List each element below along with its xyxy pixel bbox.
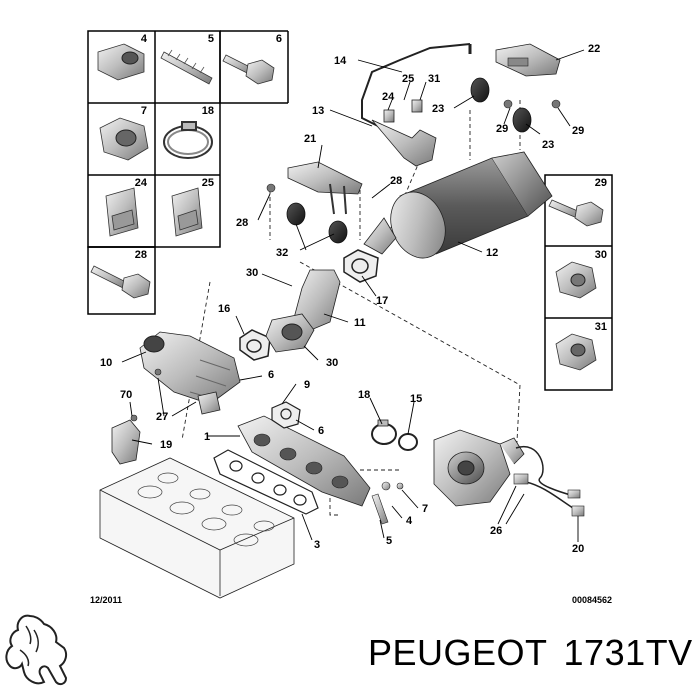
clamp-part-18 (163, 121, 213, 159)
part-number: 1731TV (563, 632, 693, 673)
bracket-19 (111, 414, 141, 465)
callout-17: 17 (376, 295, 388, 307)
callout-31: 31 (428, 73, 440, 85)
stud-part-5 (160, 49, 213, 85)
callout-29b: 29 (572, 125, 584, 137)
pipe-clips (383, 99, 423, 123)
callout-11: 11 (354, 317, 366, 329)
bolt-part-28 (90, 265, 151, 299)
callout-3: 3 (314, 539, 320, 551)
studs-4-5-7 (371, 481, 404, 525)
rubber-mounts-32 (286, 202, 348, 244)
callout-25: 25 (402, 73, 414, 85)
callout-27: 27 (156, 411, 168, 423)
leader-lines (121, 49, 585, 542)
cell-label-18: 18 (202, 105, 214, 117)
callout-24: 24 (382, 91, 395, 103)
left-parts-panel (87, 30, 289, 315)
nut-part-31 (555, 333, 597, 371)
mount-bracket-22 (495, 43, 561, 77)
callout-10: 10 (100, 357, 112, 369)
callout-1: 1 (204, 431, 210, 443)
cell-label-4: 4 (141, 33, 148, 45)
callout-4: 4 (406, 515, 413, 527)
small-bolt-28 (266, 183, 276, 193)
cell-label-31: 31 (595, 321, 607, 333)
callout-5: 5 (386, 535, 392, 547)
bracket-21 (287, 161, 363, 215)
cell-label-25: 25 (202, 177, 214, 189)
callout-15: 15 (410, 393, 422, 405)
gasket-9 (271, 401, 301, 429)
callout-32: 32 (276, 247, 288, 259)
exhaust-manifold-1 (237, 415, 371, 507)
particulate-filter-12 (363, 151, 553, 259)
callout-12: 12 (486, 247, 498, 259)
manifold-converter-10 (139, 331, 241, 405)
rubber-mounts-23 (470, 77, 532, 133)
sensor-20 (571, 505, 585, 517)
manifold-gasket-3 (213, 449, 319, 515)
spacer-part-4 (97, 43, 145, 81)
gasket-16 (239, 329, 271, 361)
seal-ring-15 (398, 433, 418, 451)
callout-23b: 23 (542, 139, 554, 151)
bolt-part-6 (222, 54, 275, 85)
brand-title: PEUGEOT 1731TV (368, 632, 700, 674)
sensor-26 (513, 473, 581, 499)
cell-label-6: 6 (276, 33, 282, 45)
callout-20: 20 (572, 543, 584, 555)
peugeot-lion-icon (5, 614, 68, 686)
callout-9: 9 (304, 379, 310, 391)
cylinder-head (99, 457, 295, 599)
callout-19: 19 (160, 439, 172, 451)
right-parts-panel (544, 174, 613, 391)
date-code: 12/2011 (90, 595, 122, 605)
cell-label-5: 5 (208, 33, 214, 45)
callout-21: 21 (304, 133, 316, 145)
callout-6b: 6 (318, 425, 324, 437)
cell-label-24: 24 (135, 177, 148, 189)
callout-28b: 28 (390, 175, 402, 187)
callout-28a: 28 (236, 217, 248, 229)
nut-part-30 (555, 261, 597, 299)
clip-part-25 (171, 187, 203, 237)
cell-label-30: 30 (595, 249, 607, 261)
callout-70: 70 (120, 389, 132, 401)
callout-30b: 30 (326, 357, 338, 369)
callout-14: 14 (334, 55, 347, 67)
bracket-27 (154, 368, 221, 415)
drawing-reference: 00084562 (572, 595, 612, 605)
clamp-18 (371, 419, 397, 445)
clip-part-24 (105, 187, 139, 237)
callout-23a: 23 (432, 103, 444, 115)
callout-30a: 30 (246, 267, 258, 279)
sensor-bracket-13 (371, 119, 437, 167)
callout-22: 22 (588, 43, 600, 55)
callout-13: 13 (312, 105, 324, 117)
callout-18: 18 (358, 389, 370, 401)
small-bolts-29 (503, 99, 561, 109)
turbocharger (433, 429, 525, 507)
cell-label-7: 7 (141, 105, 147, 117)
gasket-17 (343, 249, 379, 283)
callout-29a: 29 (496, 123, 508, 135)
downpipe-11 (265, 269, 341, 353)
callout-6a: 6 (268, 369, 274, 381)
brand-name: PEUGEOT (368, 632, 548, 673)
nut-part-7 (99, 117, 149, 161)
callout-16: 16 (218, 303, 230, 315)
cell-label-28: 28 (135, 249, 147, 261)
cell-label-29: 29 (595, 177, 607, 189)
bolt-part-29 (548, 199, 604, 227)
callout-26: 26 (490, 525, 502, 537)
callout-7: 7 (422, 503, 428, 515)
